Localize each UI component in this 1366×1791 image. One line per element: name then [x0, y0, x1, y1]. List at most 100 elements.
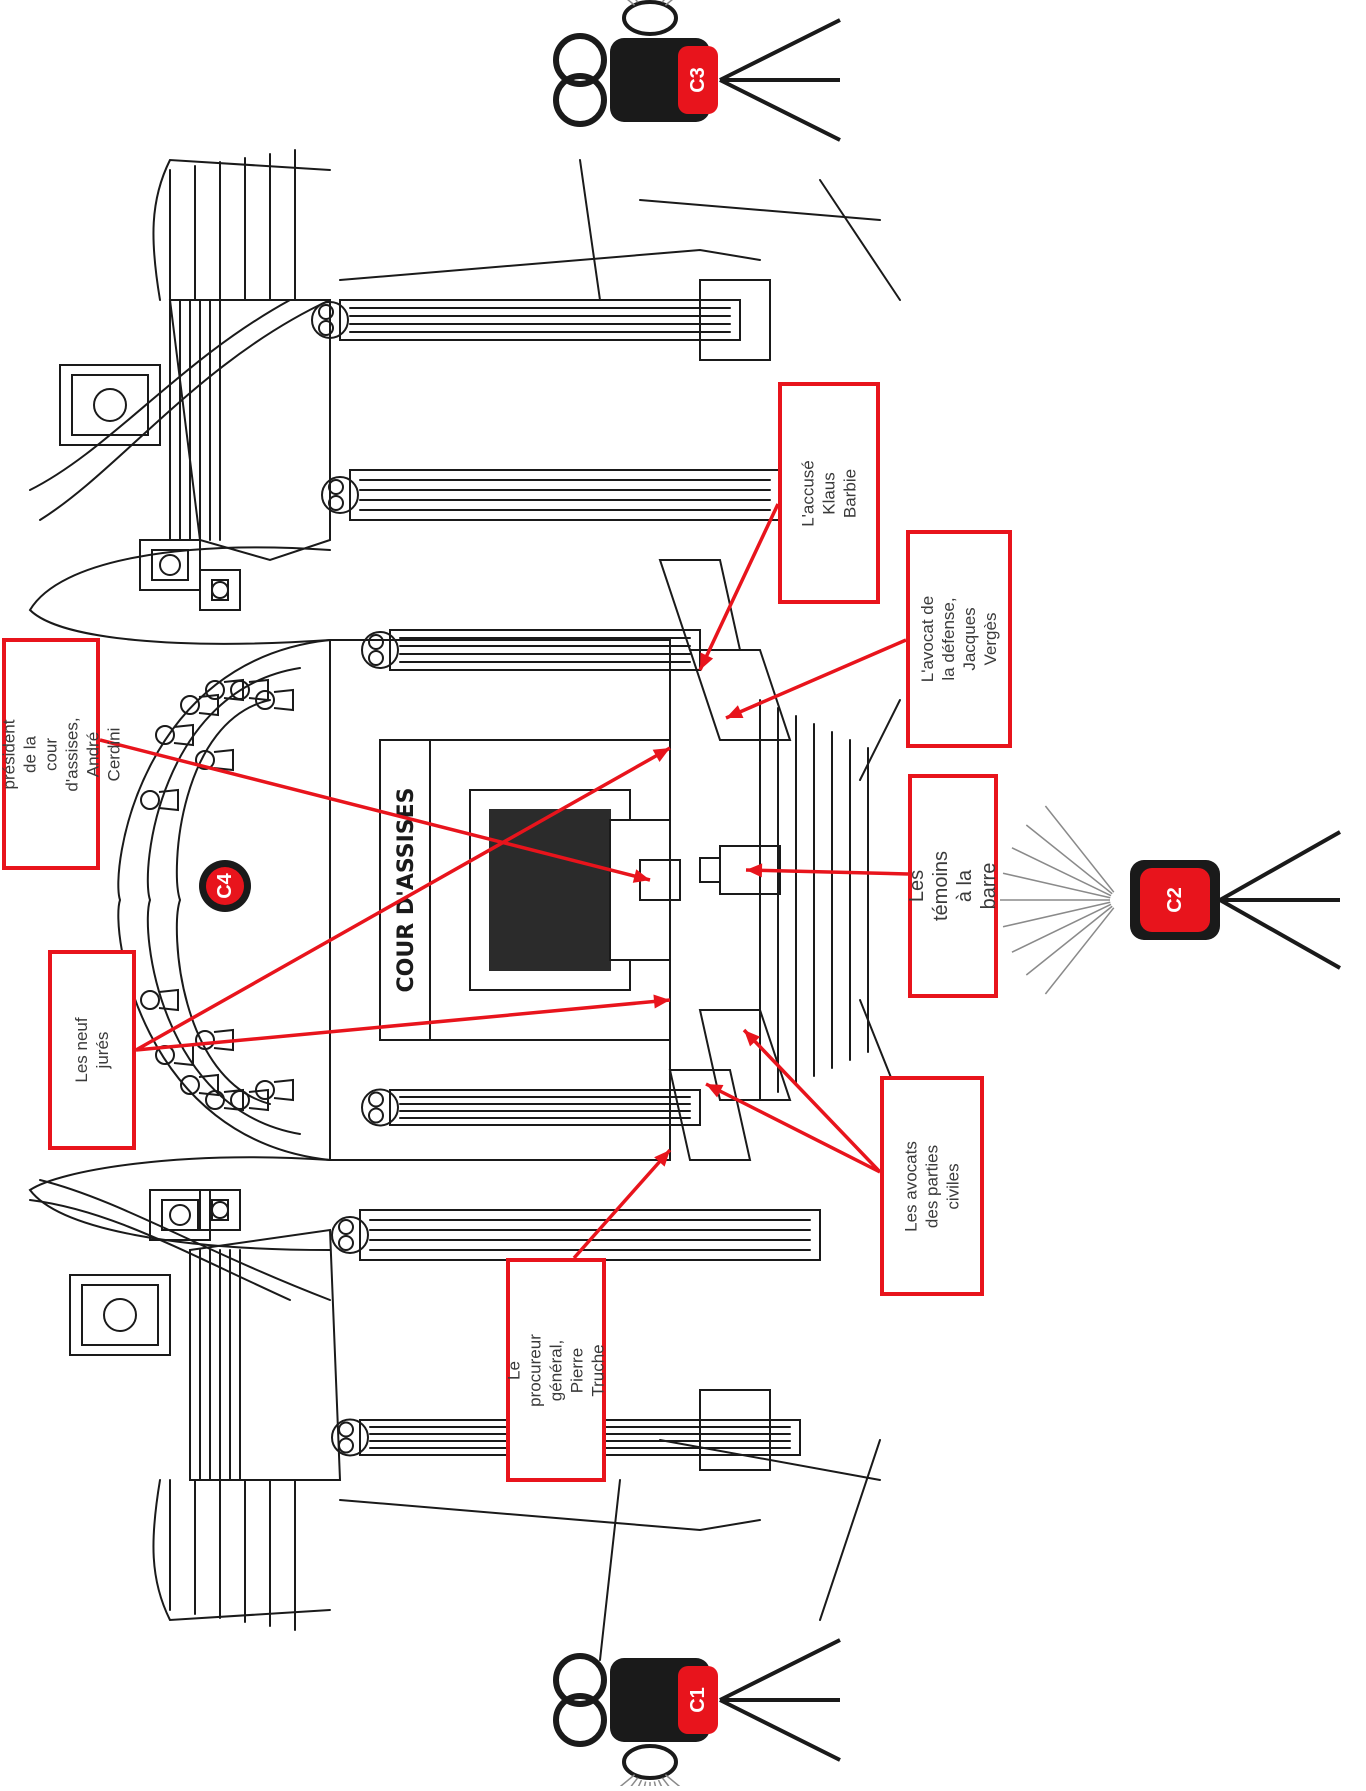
witness-stand: [699, 857, 721, 883]
accuse-label-box: L'accusé Klaus Barbie: [778, 382, 880, 604]
arrow-temoins-head: [746, 863, 763, 878]
floor-line: [659, 1439, 881, 1481]
wall-panel-1: [59, 364, 161, 446]
upper-entablature: [168, 299, 331, 562]
camera-c1-tripod-leg: [719, 1638, 841, 1702]
arrow-president-head: [632, 869, 650, 883]
wall-panel-4: [149, 1189, 211, 1241]
floor-line: [639, 199, 881, 221]
juror-figure-4: [230, 680, 250, 700]
arrow-procureur: [572, 1148, 672, 1260]
arrow-temoins-line: [745, 868, 909, 876]
wall-panel-3: [139, 539, 201, 591]
camera-c2-light-ray: [1002, 901, 1111, 928]
camera-c2-light-ray: [1002, 872, 1111, 899]
camera-c1-lamp: [622, 1744, 678, 1780]
camera-c2-light-ray: [1011, 903, 1112, 953]
arrow-avocats-parties-b-head: [706, 1084, 724, 1098]
lower-gothic-arch: [28, 1156, 331, 1251]
camera-c4-badge: [206, 867, 244, 905]
apse-arch-outer: [117, 639, 331, 1161]
column-capital-leaf: [328, 495, 344, 511]
upper-pedestal: [699, 279, 771, 361]
upper-rail: [339, 248, 761, 281]
juror-body: [158, 788, 179, 812]
camera-c3-badge: [678, 46, 718, 114]
wall-panel-boss-5: [211, 1201, 229, 1219]
arrow-jures-lower-line: [135, 998, 671, 1052]
lower-vault: [152, 1479, 331, 1622]
juror-body: [273, 688, 294, 712]
annotation-arrows: [99, 503, 909, 1260]
camera-c3-tripod-leg: [719, 18, 841, 82]
jures-label-box: Les neuf jurés: [48, 950, 136, 1150]
wall-panel-inner-3: [151, 549, 189, 581]
camera-c2: C2: [1000, 805, 1341, 995]
camera-c1-label: C1: [687, 1687, 709, 1713]
column-capital-6: [331, 1418, 369, 1457]
temoins-label: Les témoins à la barre: [906, 850, 1000, 922]
column-2: [349, 469, 781, 521]
column-capital-leaf: [368, 634, 384, 650]
arrow-avocats-parties-a: [742, 1028, 882, 1174]
juror-figure-5: [255, 690, 275, 710]
column-5: [359, 1209, 821, 1261]
camera-c1-reel: [553, 1693, 607, 1747]
juror-figure-14: [195, 1030, 215, 1050]
juror-figure-9: [230, 1090, 250, 1110]
wall-panel-inner-1: [71, 374, 149, 436]
arrow-jures-upper: [135, 746, 671, 1052]
camera-c1-light-ray: [642, 1781, 647, 1791]
camera-c2-light-ray: [1044, 805, 1115, 893]
camera-c2-light-ray: [1025, 905, 1113, 976]
lower-pedestal: [699, 1389, 771, 1471]
temoins-label-box: Les témoins à la barre: [906, 774, 1000, 998]
arrow-jures-lower: [135, 994, 671, 1052]
wall-panel-boss-4: [169, 1204, 191, 1226]
accuse-label: L'accusé Klaus Barbie: [798, 459, 860, 527]
president-label: Le président de la cour d'assises, André…: [0, 716, 124, 792]
column-capital-leaf: [338, 1235, 354, 1251]
column-capital-4: [361, 1088, 399, 1127]
juror-body: [248, 1088, 269, 1112]
avocat-defense-label-box: L'avocat de la défense, Jacques Vergès: [906, 530, 1012, 748]
juror-body: [158, 988, 179, 1012]
column-capital-leaf: [318, 304, 334, 320]
camera-c2-label: C2: [1164, 887, 1186, 913]
column-capital-leaf: [318, 320, 334, 336]
juror-body: [173, 723, 194, 747]
lower-entablature: [189, 1228, 342, 1481]
column-capital-leaf: [368, 1091, 384, 1108]
arrow-accuse-line: [698, 503, 780, 671]
juror-figure-11: [140, 790, 160, 810]
camera-c1-light-ray: [664, 1774, 687, 1791]
camera-c3-tripod-leg: [719, 78, 841, 142]
floor-line: [579, 159, 601, 301]
juror-body: [213, 748, 234, 772]
arrow-accuse-head: [700, 652, 714, 670]
arrow-avocat-defense-head: [726, 705, 744, 719]
lower-rail: [339, 1499, 761, 1532]
juror-figure-13: [195, 750, 215, 770]
camera-c3-lamp: [622, 0, 678, 36]
procureur-label-box: Le procureur général, Pierre Truche: [505, 1258, 608, 1482]
arrow-accuse: [698, 503, 780, 671]
column-capital-1: [311, 301, 349, 339]
column-capital-leaf: [338, 1421, 354, 1438]
wall-panel-inner-2: [81, 1284, 159, 1346]
wall-panel-boss-3: [159, 554, 181, 576]
column-4: [389, 1089, 701, 1126]
avocat-defense-label: L'avocat de la défense, Jacques Vergès: [918, 595, 1000, 683]
juror-figure-2: [180, 695, 200, 715]
arrow-jures-lower-head: [653, 994, 670, 1009]
column-1: [339, 299, 741, 341]
camera-c1: C1: [553, 1638, 841, 1791]
arrow-procureur-head: [654, 1150, 670, 1167]
camera-c4: C4: [199, 860, 251, 912]
wall-panel-boss-6: [211, 581, 229, 599]
camera-c2-badge: [1140, 868, 1210, 932]
camera-c2-light-ray: [1044, 907, 1115, 995]
upper-vault: [152, 158, 331, 301]
